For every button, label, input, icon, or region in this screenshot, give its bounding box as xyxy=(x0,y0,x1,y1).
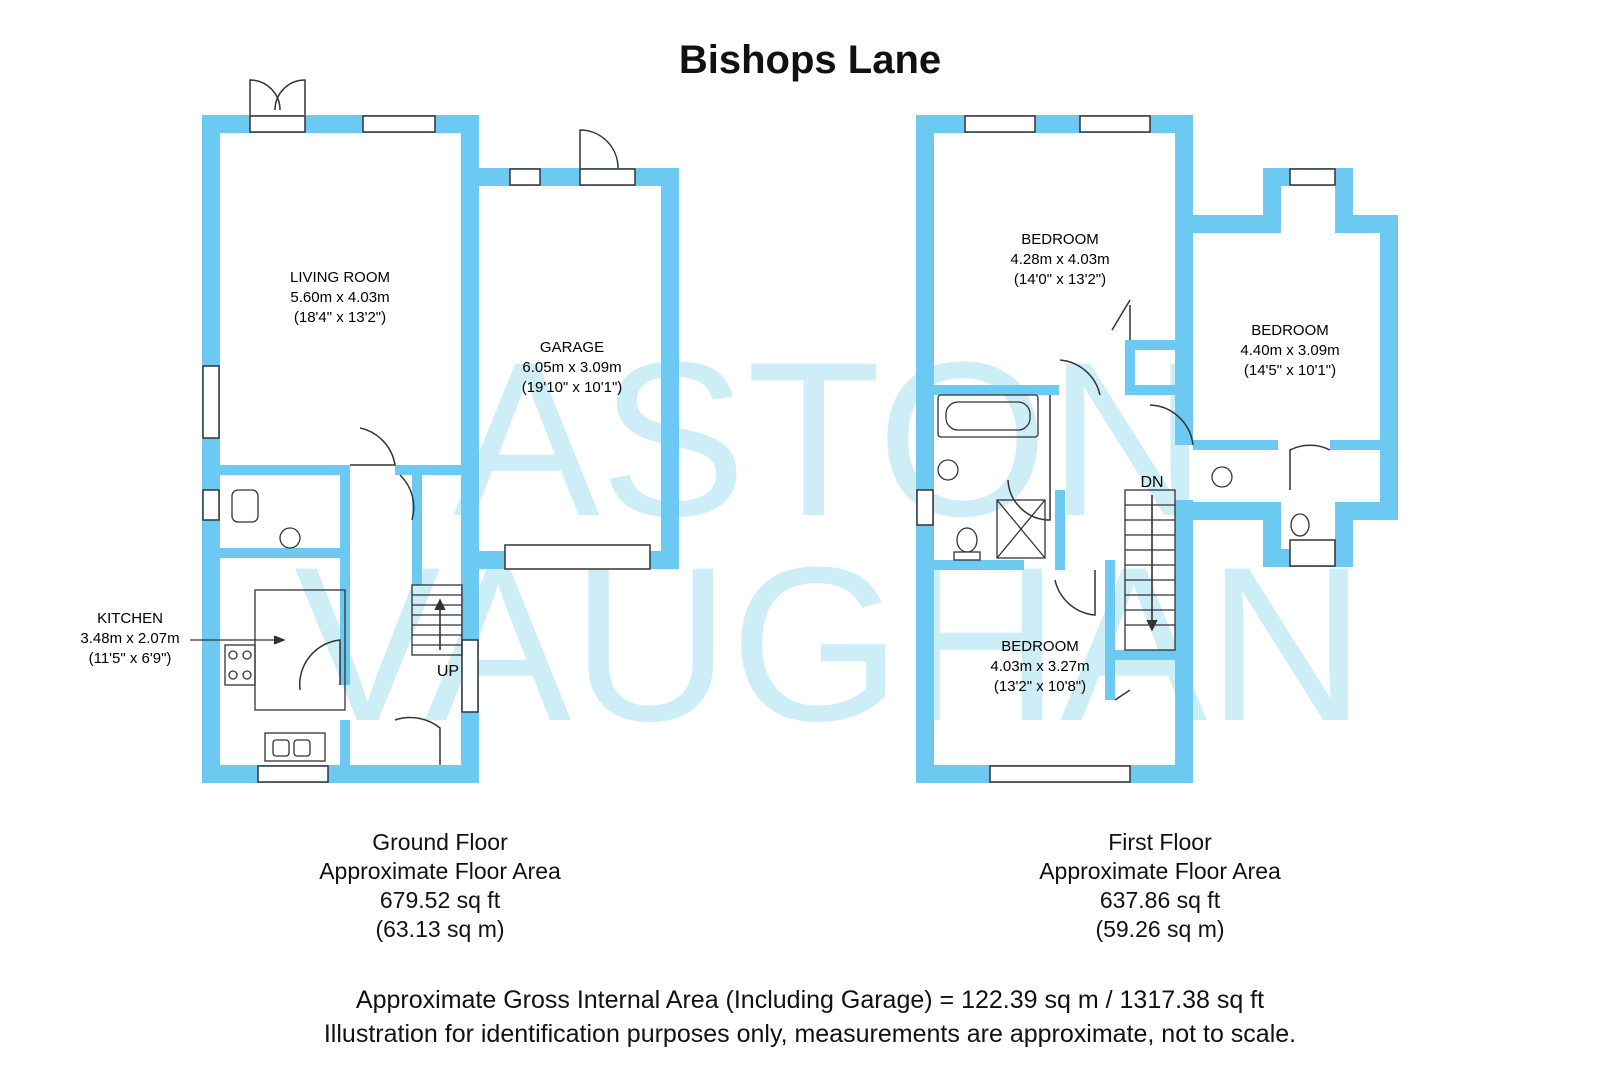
ground-floor-caption-line: Ground Floor xyxy=(372,829,508,855)
ground-floor-walls xyxy=(202,115,679,783)
room-bedroom-3-metric: 4.03m x 3.27m xyxy=(990,658,1089,675)
first-floor-doors xyxy=(1007,299,1331,701)
ground-floor-windows xyxy=(202,115,651,783)
room-kitchen-imperial: (11'5" x 6'9") xyxy=(89,650,172,667)
ground-floor-caption-line: 679.52 sq ft xyxy=(379,887,501,913)
room-living-name: LIVING ROOM xyxy=(290,269,390,286)
room-garage-imperial: (19'10" x 10'1") xyxy=(522,379,623,396)
watermark-line2: VAUGHAN xyxy=(294,521,1366,767)
room-bedroom-1-name: BEDROOM xyxy=(1021,231,1099,248)
disclaimer-note: Illustration for identification purposes… xyxy=(323,1020,1297,1048)
plan-title: Bishops Lane xyxy=(678,38,942,82)
ground-floor-fixtures xyxy=(190,489,463,762)
watermark-line1: ASTON xyxy=(453,316,1207,562)
room-living-metric: 5.60m x 4.03m xyxy=(290,289,389,306)
first-floor-caption-line: Approximate Floor Area xyxy=(1039,858,1281,884)
first-floor-caption-line: First Floor xyxy=(1108,829,1212,855)
gross-area-note: Approximate Gross Internal Area (Includi… xyxy=(355,986,1265,1014)
first-floor-caption: First Floor Approximate Floor Area 637.8… xyxy=(1010,828,1310,944)
first-floor-windows xyxy=(916,115,1336,783)
first-floor-caption-line: 637.86 sq ft xyxy=(1099,887,1221,913)
room-bedroom-1-metric: 4.28m x 4.03m xyxy=(1010,251,1109,268)
room-garage: GARAGE 6.05m x 3.09m (19'10" x 10'1") xyxy=(522,339,623,396)
stairs-down-label: DN xyxy=(1140,474,1163,491)
room-kitchen: KITCHEN 3.48m x 2.07m (11'5" x 6'9") xyxy=(80,610,179,667)
ground-floor-plan: UP LIVING ROOM 5.60m x 4.03m (18'4" x 13… xyxy=(80,79,679,783)
room-bedroom-2-imperial: (14'5" x 10'1") xyxy=(1244,362,1336,379)
room-bedroom-3: BEDROOM 4.03m x 3.27m (13'2" x 10'8") xyxy=(990,638,1089,695)
room-bedroom-1: BEDROOM 4.28m x 4.03m (14'0" x 13'2") xyxy=(1010,231,1109,288)
room-living: LIVING ROOM 5.60m x 4.03m (18'4" x 13'2"… xyxy=(290,269,390,326)
room-bedroom-1-imperial: (14'0" x 13'2") xyxy=(1014,271,1106,288)
room-bedroom-2-name: BEDROOM xyxy=(1251,322,1329,339)
stairs-up-label: UP xyxy=(437,663,459,680)
room-bedroom-2-metric: 4.40m x 3.09m xyxy=(1240,342,1339,359)
room-kitchen-metric: 3.48m x 2.07m xyxy=(80,630,179,647)
room-bedroom-3-imperial: (13'2" x 10'8") xyxy=(994,678,1086,695)
first-floor-fixtures xyxy=(937,394,1310,651)
watermark: ASTON VAUGHAN xyxy=(294,316,1366,767)
room-kitchen-name: KITCHEN xyxy=(97,610,163,627)
first-floor-caption-line: (59.26 sq m) xyxy=(1095,916,1225,942)
ground-floor-caption-line: Approximate Floor Area xyxy=(319,858,561,884)
room-bedroom-3-name: BEDROOM xyxy=(1001,638,1079,655)
room-garage-name: GARAGE xyxy=(540,339,604,356)
ground-floor-doors xyxy=(249,79,619,765)
room-garage-metric: 6.05m x 3.09m xyxy=(522,359,621,376)
ground-floor-caption-line: (63.13 sq m) xyxy=(375,916,505,942)
ground-floor-caption: Ground Floor Approximate Floor Area 679.… xyxy=(290,828,590,944)
first-floor-plan: DN BEDROOM 4.28m x 4.03m (14'0" x 13'2")… xyxy=(916,115,1398,783)
room-bedroom-2: BEDROOM 4.40m x 3.09m (14'5" x 10'1") xyxy=(1240,322,1339,379)
room-living-imperial: (18'4" x 13'2") xyxy=(294,309,386,326)
